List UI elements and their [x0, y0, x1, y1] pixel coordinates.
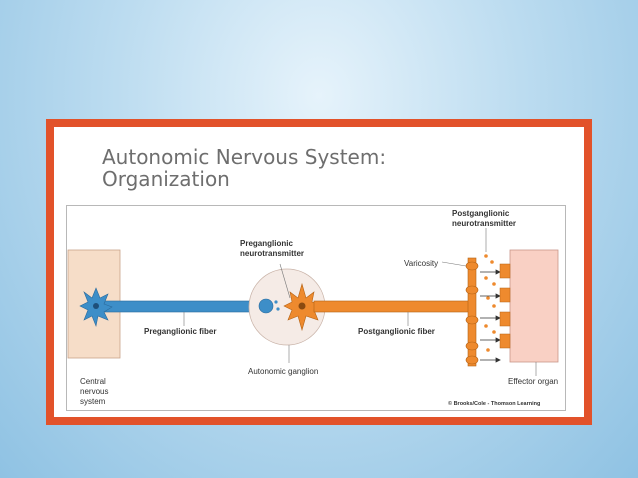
- postganglionic-neuron: [283, 282, 323, 332]
- pre-nt-label-1: Preganglionic: [240, 239, 293, 248]
- title-line-1: Autonomic Nervous System:: [102, 145, 387, 169]
- leader-lines: [183, 228, 537, 376]
- post-nt-label-1: Postganglionic: [452, 209, 510, 218]
- receptor-notches: [499, 263, 511, 349]
- preganglionic-fiber-label: Preganglionic fiber: [144, 327, 216, 336]
- pre-nt-label-2: neurotransmitter: [240, 249, 304, 258]
- effector-organ-label: Effector organ: [508, 377, 558, 386]
- release-arrows: [480, 269, 501, 363]
- preganglionic-neuron: [79, 287, 113, 328]
- cns-label-1: Central: [80, 377, 106, 386]
- neurotransmitter-dots: [484, 254, 496, 352]
- postganglionic-branch: [467, 257, 477, 367]
- preganglionic-terminal: [258, 298, 280, 314]
- cns-label-2: nervous: [80, 387, 108, 396]
- postganglionic-fiber-label: Postganglionic fiber: [358, 327, 435, 336]
- title-line-2: Organization: [102, 167, 230, 191]
- slide-title: Autonomic Nervous System: Organization: [102, 146, 522, 190]
- effector-organ: [509, 249, 559, 363]
- postganglionic-axon: [313, 300, 473, 313]
- preganglionic-axon: [99, 300, 261, 313]
- cns-label-3: system: [80, 397, 106, 406]
- varicosity-label: Varicosity: [404, 259, 438, 268]
- post-nt-label-2: neurotransmitter: [452, 219, 516, 228]
- autonomic-ganglion-label: Autonomic ganglion: [248, 367, 318, 376]
- credit-label: © Brooks/Cole - Thomson Learning: [448, 400, 540, 407]
